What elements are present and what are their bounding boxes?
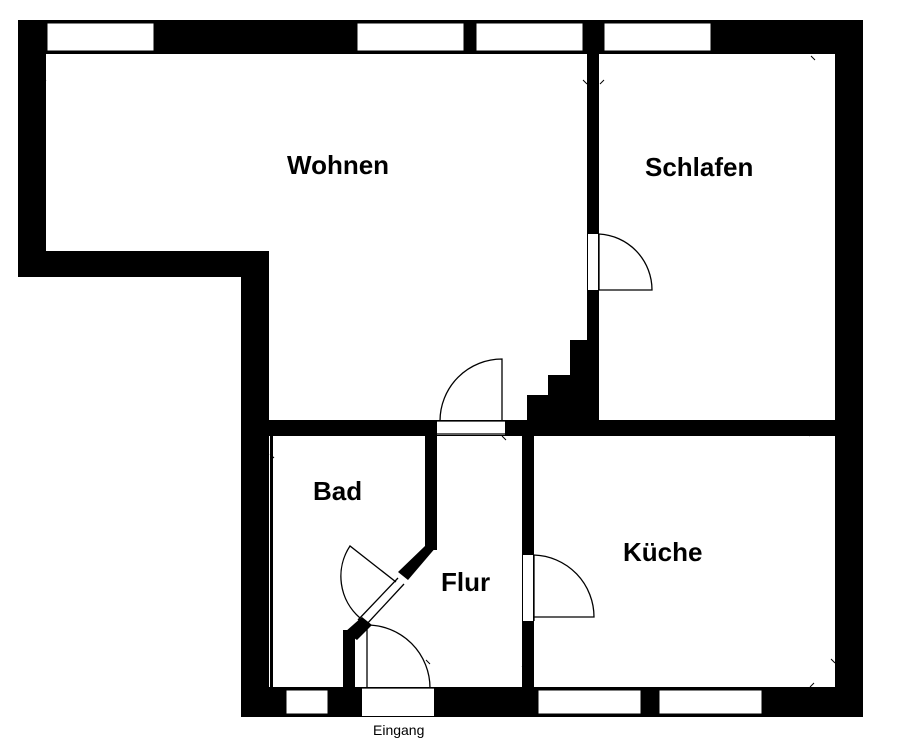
window-wohnen-2 — [356, 22, 465, 52]
opening-kueche — [523, 555, 533, 621]
wall-wohnen-schlafen — [587, 20, 599, 430]
wall-bad-flur-upper — [425, 430, 437, 550]
window-wohnen-1 — [46, 22, 155, 52]
room-label-schlafen: Schlafen — [645, 152, 754, 182]
wall-left-wohnen — [18, 20, 46, 277]
room-label-flur: Flur — [441, 567, 491, 597]
wall-right — [835, 20, 863, 717]
wall-bad-inner-left — [270, 436, 273, 687]
door-kueche — [533, 554, 595, 621]
room-label-bad: Bad — [313, 476, 363, 506]
opening-eingang — [362, 688, 434, 716]
opening-schlafen — [588, 234, 598, 290]
walls — [18, 20, 863, 717]
window-bad — [285, 689, 329, 715]
wall-step-horizontal — [18, 251, 268, 277]
opening-wohnen — [437, 421, 505, 435]
door-eingang — [362, 622, 434, 689]
corner-ticks — [41, 55, 836, 688]
wall-bad-flur-lower — [343, 630, 355, 717]
wall-bad-flur-diagonal — [398, 546, 437, 580]
door-openings — [362, 234, 598, 716]
wall-left-lower — [241, 251, 269, 717]
doors — [340, 233, 653, 689]
window-kueche-1 — [537, 689, 642, 715]
door-bad — [340, 545, 405, 627]
windows — [46, 22, 763, 715]
window-kueche-2 — [658, 689, 763, 715]
entrance-label: Eingang — [373, 722, 425, 738]
room-label-kueche: Küche — [623, 537, 703, 567]
door-wohnen — [437, 358, 505, 435]
window-wohnen-3 — [475, 22, 584, 52]
window-schlafen — [603, 22, 712, 52]
wall-middle-horizontal — [241, 420, 863, 436]
room-label-wohnen: Wohnen — [287, 150, 390, 180]
door-schlafen — [598, 233, 653, 291]
